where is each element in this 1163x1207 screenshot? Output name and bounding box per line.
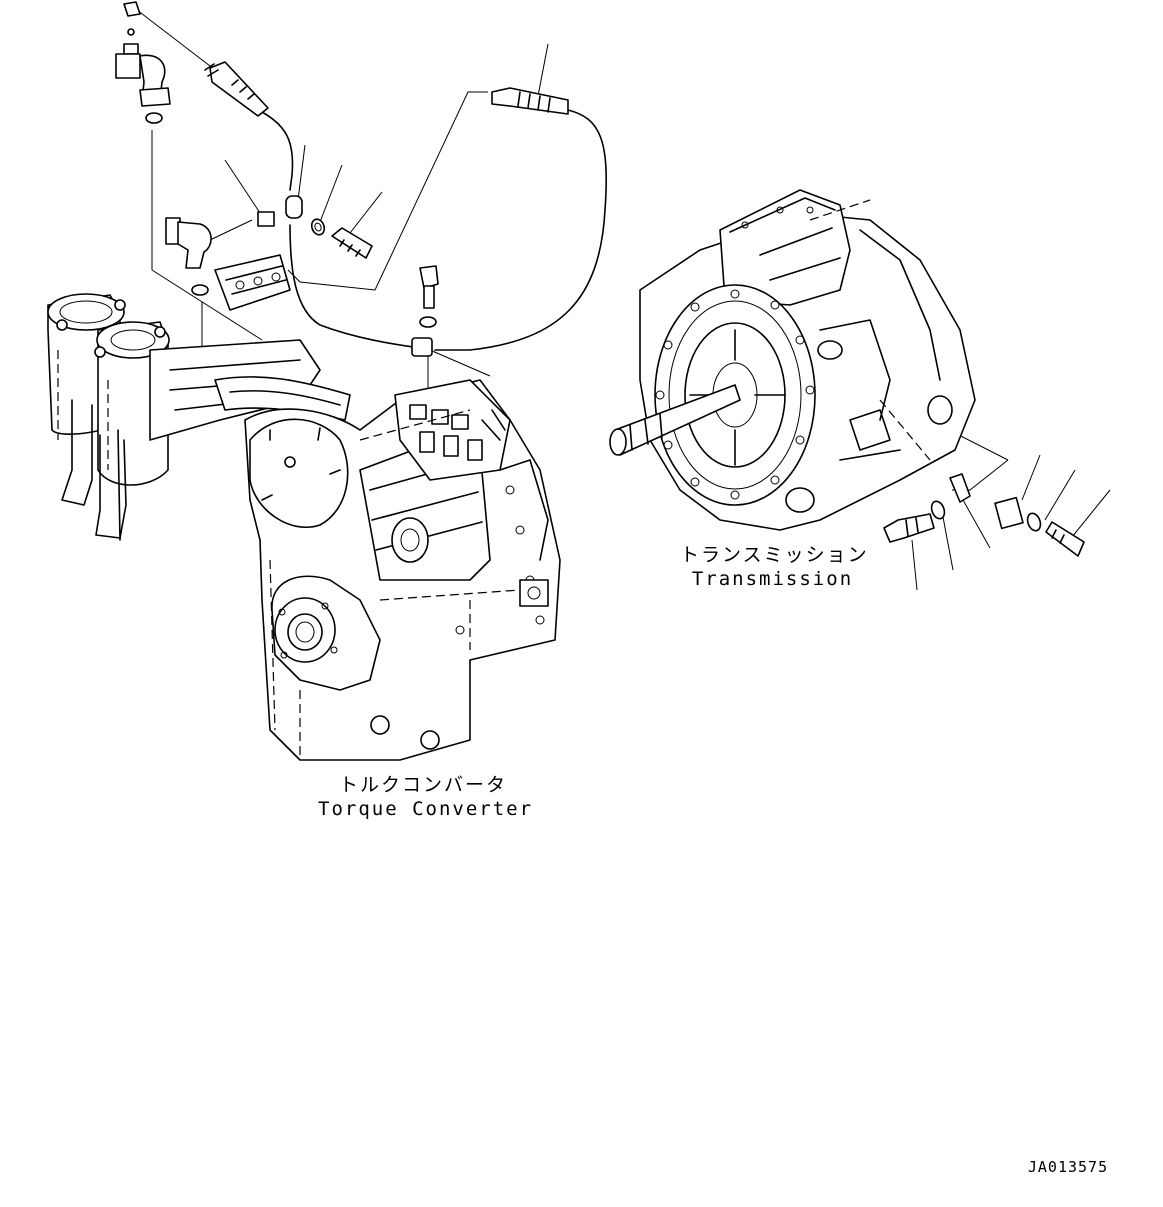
leader-lines	[137, 10, 1110, 590]
bolt-right-icon	[1046, 522, 1084, 556]
cable-clamp-icon	[286, 196, 302, 218]
bolt-icon	[332, 228, 372, 258]
torque-converter-drawing	[48, 255, 560, 760]
elbow-fitting-mid	[166, 212, 274, 295]
transmission-label-en: Transmission	[691, 568, 854, 590]
sensor-harness	[205, 62, 606, 356]
clamp-lower-icon	[412, 338, 432, 356]
washer-right-icon	[1025, 511, 1042, 532]
spacer-block-icon	[258, 212, 274, 226]
torque-converter-label-jp: トルクコンバータ	[338, 774, 507, 796]
bolt-left-icon	[884, 514, 934, 542]
speed-sensor-right-icon	[492, 88, 568, 114]
speed-sensor-left-icon	[210, 62, 268, 116]
elbow-fitting-top	[116, 2, 170, 123]
spacer-icon	[995, 498, 1023, 529]
torque-converter-label-en: Torque Converter	[318, 798, 534, 820]
drawing-code: JA013575	[1027, 1158, 1109, 1176]
transmission-drawing	[610, 190, 1084, 556]
transmission-label-jp: トランスミッション	[680, 544, 869, 566]
sensor-bracket-icon	[950, 474, 970, 502]
washer-left-icon	[929, 499, 946, 520]
clamp-parts	[310, 217, 438, 327]
